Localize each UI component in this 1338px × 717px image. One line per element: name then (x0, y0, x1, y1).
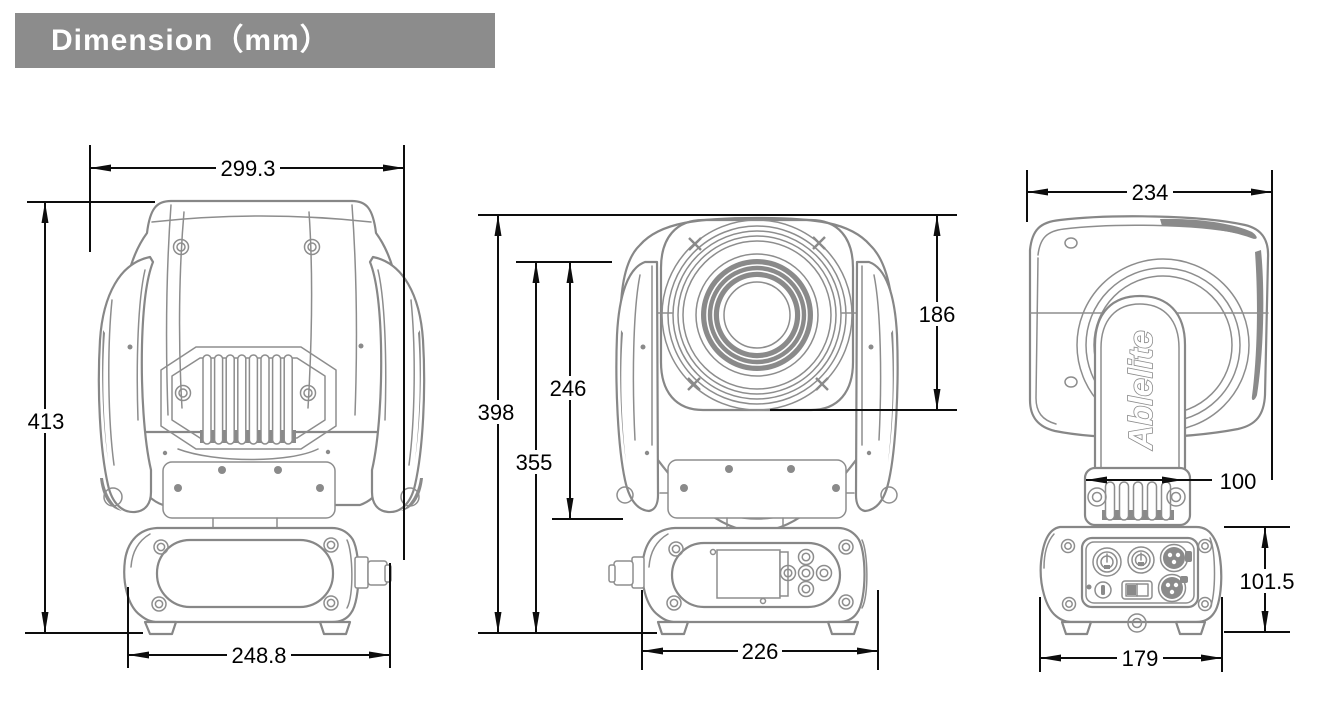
hanging-bracket (1127, 613, 1147, 633)
menu-buttons (779, 548, 833, 598)
dim-back-overall-height: 413 (25, 201, 155, 634)
fuse-holder[interactable] (1094, 581, 1112, 599)
brand-logo-text: Ablelite (1122, 330, 1159, 450)
dim-label-back-top-width: 299.3 (220, 156, 275, 181)
foot (1174, 620, 1207, 636)
mounting-plate-back (162, 449, 336, 519)
base-screws-front (666, 539, 854, 611)
dim-label-side-base-width: 179 (1122, 646, 1159, 671)
dim-label-back-overall-height: 413 (28, 409, 65, 434)
dim-label-front-base-width: 226 (742, 639, 779, 664)
section-header: Dimension（mm） (15, 13, 495, 68)
dim-label-side-head-width: 234 (1132, 180, 1169, 205)
side-view: Ablelite (1026, 170, 1296, 672)
dim-label-side-arm-width: 100 (1220, 469, 1257, 494)
side-view-arm: Ablelite (1083, 294, 1192, 527)
dim-front-head-height: 186 (770, 215, 960, 411)
power-switch[interactable] (1121, 580, 1153, 600)
bezel-screws (687, 236, 829, 391)
front-view: 398 355 246 186 (474, 214, 960, 670)
dim-label-back-base-width: 248.8 (231, 643, 286, 668)
front-view-head (615, 216, 899, 534)
front-view-base (608, 526, 868, 636)
dim-label-side-base-height: 101.5 (1239, 569, 1294, 594)
dim-side-arm-width: 100 (1086, 469, 1262, 494)
foot (318, 620, 352, 636)
foot (656, 620, 690, 636)
dim-side-head-width: 234 (1026, 170, 1273, 480)
yoke-arm-left-back (97, 255, 155, 514)
section-title: Dimension（mm） (51, 24, 331, 57)
dim-label-front-inner-height: 246 (550, 376, 587, 401)
heatsink-fins-side (1104, 481, 1172, 521)
base-screws-side (1060, 538, 1213, 612)
yoke-arm-right-front (854, 260, 899, 513)
power-knob-front (608, 556, 645, 589)
mounting-plate-front (644, 450, 872, 519)
foot (1060, 620, 1093, 636)
dim-back-base-width: 248.8 (127, 563, 391, 668)
dmx-out-xlr-connector[interactable] (1157, 573, 1189, 603)
dim-label-front-mid-height: 355 (516, 450, 553, 475)
dim-side-base-height: 101.5 (1224, 526, 1296, 633)
back-view-head (97, 199, 426, 529)
back-view-base (123, 526, 392, 636)
powercon-in-connector[interactable] (1092, 547, 1122, 577)
powercon-out-connector[interactable] (1127, 546, 1155, 574)
dim-front-inner-height: 246 (546, 262, 623, 520)
yoke-arm-left-front (615, 260, 660, 513)
heatsink-fins-back (202, 354, 293, 445)
lens-front (661, 219, 853, 411)
yoke-arm-right-back (368, 255, 426, 514)
dim-label-front-head-height: 186 (919, 302, 956, 327)
display-screen (709, 548, 789, 605)
dim-label-front-overall-height: 398 (478, 400, 515, 425)
dim-front-overall-height: 398 (474, 214, 957, 634)
power-knob-back (354, 556, 392, 589)
dim-side-base-width: 179 (1039, 597, 1223, 672)
dim-front-base-width: 226 (641, 590, 879, 670)
dmx-in-xlr-connector[interactable] (1159, 543, 1193, 573)
connector-panel (1086, 543, 1193, 603)
back-view: 299.3 413 248.8 (25, 145, 426, 668)
base-screws-back (151, 537, 339, 612)
dim-front-mid-height: 355 (512, 261, 612, 633)
foot (143, 620, 178, 636)
head-screws-back (172, 238, 321, 402)
foot (826, 620, 860, 636)
dim-back-top-width: 299.3 (89, 145, 405, 560)
side-view-base (1039, 525, 1223, 636)
